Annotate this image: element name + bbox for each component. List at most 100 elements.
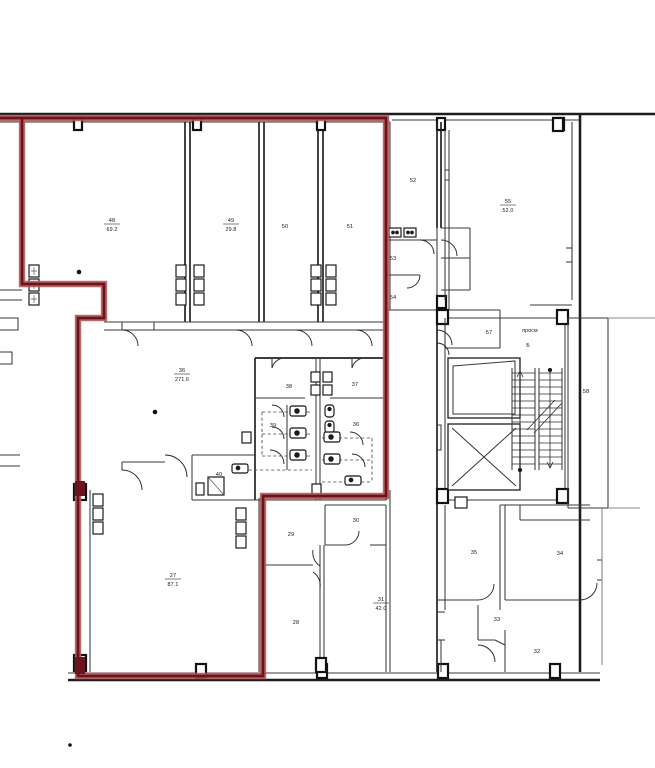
fixture-detail xyxy=(31,267,37,275)
stair-arrow-up xyxy=(516,370,524,470)
shaft-cross xyxy=(451,427,517,487)
wall-34-niche xyxy=(597,559,603,581)
room-number: 36 xyxy=(353,422,359,428)
room-number: 49 xyxy=(228,218,234,224)
fixture-symbol xyxy=(325,278,337,292)
fixture-symbol xyxy=(310,371,321,383)
room-area: 271.6 xyxy=(175,377,189,383)
fixture-symbol xyxy=(92,507,104,521)
column-post xyxy=(435,487,450,505)
room-number: 28 xyxy=(293,620,299,626)
room-number: 38 xyxy=(286,384,292,390)
fixture-symbol xyxy=(175,278,187,292)
fixture-symbol xyxy=(325,264,337,278)
door-swing-52 xyxy=(440,239,458,257)
urinal-detail xyxy=(327,406,332,412)
toilet-detail xyxy=(328,456,334,462)
fixture-group-mid-right xyxy=(310,264,337,306)
column-post xyxy=(555,487,570,505)
room-label: 36 xyxy=(353,422,359,428)
stair-treads-right xyxy=(539,372,562,465)
room-label: 49 29.8 xyxy=(223,218,239,233)
wall-55-niche xyxy=(445,169,450,181)
fixture-symbol xyxy=(322,384,333,396)
lift-diagonal xyxy=(207,476,225,496)
leased-corner-post-top xyxy=(75,481,85,496)
room-label: 29 xyxy=(288,532,294,538)
wall-55-right-niche xyxy=(566,247,573,263)
room-label: 50 xyxy=(282,224,288,230)
door-swing-49 xyxy=(235,329,253,347)
room-number: 37 xyxy=(352,382,358,388)
building-outline xyxy=(0,112,655,682)
fixture-symbol xyxy=(92,493,104,507)
toilet-detail xyxy=(294,452,300,458)
urinal-detail xyxy=(327,422,332,428)
room-label: 33 xyxy=(494,617,500,623)
sink-detail xyxy=(395,230,399,235)
fixture-group-mid-left xyxy=(175,264,205,306)
stair-treads-left xyxy=(512,372,535,465)
column-dot xyxy=(68,743,72,747)
sink-fixture xyxy=(388,227,402,238)
room-label: 40 xyxy=(216,472,222,478)
room-area: 29.8 xyxy=(226,227,237,233)
room-number: 35 xyxy=(471,550,477,556)
door-swing-stall xyxy=(269,449,285,465)
room-label: 36 271.6 xyxy=(174,368,190,383)
fixture-symbol xyxy=(322,371,333,383)
fixture-symbol xyxy=(310,278,322,292)
left-stub-wall-c xyxy=(0,317,19,331)
door-swing-35 xyxy=(477,583,495,601)
door-swing-30 xyxy=(344,530,360,546)
room-58-group xyxy=(567,317,655,509)
leased-unit-highlight xyxy=(0,114,390,680)
elevator-shaft-upper xyxy=(447,357,521,419)
sink-detail xyxy=(410,230,414,235)
room-number: 34 xyxy=(557,551,563,557)
door-jamb-core xyxy=(437,424,442,451)
door-swing-29 xyxy=(312,549,321,567)
door-swing-51 xyxy=(355,329,373,347)
leased-boundary-line xyxy=(0,116,388,678)
room-number: 36 xyxy=(179,368,185,374)
room-number: 54 xyxy=(390,295,396,301)
room-label: 34 xyxy=(557,551,563,557)
room-number: 50 xyxy=(282,224,288,230)
room-label: 57 xyxy=(486,330,492,336)
room-label: 37 xyxy=(352,382,358,388)
room-area: 42.0 xyxy=(376,606,387,612)
column-post xyxy=(555,308,570,326)
room-number: 57 xyxy=(486,330,492,336)
fixture-symbol xyxy=(92,521,104,535)
room-label: 54 xyxy=(390,295,396,301)
annotation-stair-b: Б xyxy=(526,343,530,349)
sink-detail xyxy=(235,465,241,471)
column-post xyxy=(435,294,448,310)
toilet-detail xyxy=(328,434,334,440)
wall-55-bottom-left xyxy=(448,296,500,311)
column-dot xyxy=(152,409,158,415)
rooms-32-35-group xyxy=(437,504,603,672)
room-number: 40 xyxy=(216,472,222,478)
door-swing-34 xyxy=(579,582,598,601)
fixture-symbol xyxy=(235,507,247,521)
elevator-car-upper xyxy=(452,360,516,415)
room-number: 52 xyxy=(410,178,416,184)
column-dot-group xyxy=(68,269,158,747)
room-label: 53 xyxy=(390,256,396,262)
sink-detail xyxy=(406,230,410,235)
fixture-symbol xyxy=(235,521,247,535)
toilet-detail xyxy=(294,430,300,436)
sink-fixture xyxy=(403,227,417,238)
rooms-52-53-54 xyxy=(386,122,471,311)
room-number: 33 xyxy=(494,617,500,623)
room-area: 69.2 xyxy=(107,227,118,233)
room-label: 52 xyxy=(410,178,416,184)
fixture-detail xyxy=(31,295,37,303)
left-stub-wall-d xyxy=(0,351,13,365)
door-swing-48 xyxy=(121,329,139,347)
